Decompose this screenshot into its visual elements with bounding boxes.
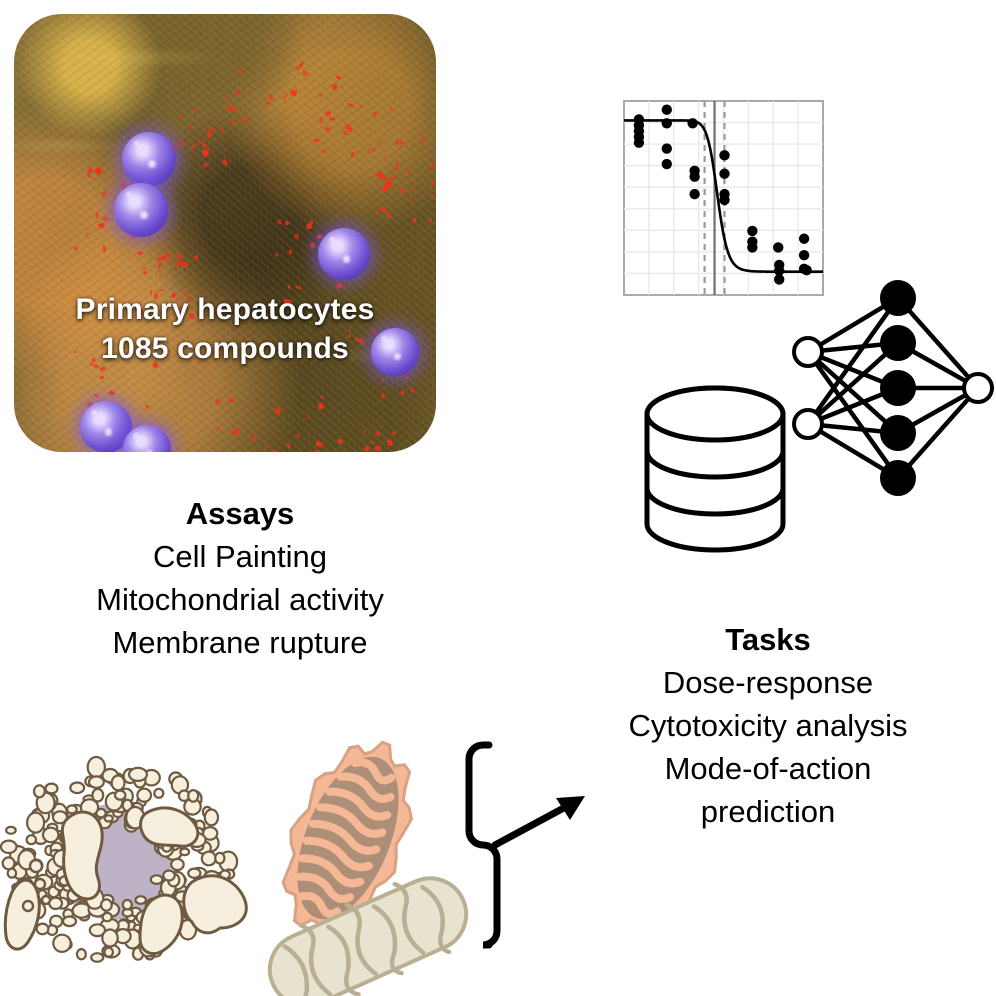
- data-point-24: [798, 233, 810, 244]
- hidden-layer-node-0: [880, 280, 916, 316]
- data-point-13: [719, 150, 730, 161]
- data-point-10: [689, 165, 700, 177]
- micrograph-caption: Primary hepatocytes 1085 compounds: [14, 290, 436, 368]
- cell-fragment-1: [139, 806, 200, 848]
- data-point-11: [689, 171, 700, 182]
- data-point-6: [661, 118, 672, 129]
- tasks-item-2: Mode-of-action: [664, 751, 872, 786]
- assays-item-1: Mitochondrial activity: [96, 582, 384, 617]
- nucleus-1: [114, 183, 168, 237]
- cell-dot-2: [21, 899, 35, 913]
- hidden-layer-node-4: [880, 460, 916, 496]
- tasks-item-3: prediction: [700, 794, 836, 829]
- swollen-cristae: [295, 758, 396, 918]
- data-point-22: [774, 265, 785, 276]
- data-point-0: [633, 114, 645, 125]
- healthy-mitochondrion: [267, 876, 469, 996]
- data-point-3: [633, 131, 645, 143]
- data-point-18: [747, 236, 758, 247]
- nucleus-0: [122, 132, 176, 186]
- cell-fragment-0: [60, 810, 104, 901]
- output-layer-node-0: [962, 372, 994, 404]
- hidden-layer-node-3: [880, 415, 916, 451]
- nn-edges: [806, 296, 980, 480]
- micrograph-caption-line-2: 1085 compounds: [101, 332, 349, 365]
- data-point-15: [719, 188, 730, 200]
- chart-frame: [623, 100, 824, 296]
- data-point-23: [774, 274, 785, 285]
- hidden-layer-node-1: [880, 325, 916, 361]
- micrograph-background: [14, 14, 436, 452]
- assays-item-2: Membrane rupture: [112, 625, 368, 660]
- cell-fragment-3: [138, 893, 184, 955]
- swollen-matrix: [297, 756, 399, 920]
- micrograph-panel: Primary hepatocytes 1085 compounds: [14, 14, 436, 452]
- data-point-27: [801, 264, 812, 276]
- damaged-cell-illustration: [0, 755, 248, 963]
- assays-heading: Assays: [185, 496, 295, 531]
- swollen-outer-membrane: [281, 740, 414, 937]
- cell-fragment-4: [182, 874, 248, 935]
- healthy-cristae: [282, 881, 452, 996]
- tasks-item-1: Cytotoxicity analysis: [628, 708, 908, 743]
- data-point-12: [689, 188, 700, 200]
- cell-nucleus: [55, 804, 171, 920]
- cell-dot-0: [28, 858, 44, 874]
- data-point-4: [633, 137, 645, 148]
- data-point-26: [798, 263, 810, 275]
- data-point-8: [661, 158, 672, 170]
- input-layer-node-1: [792, 408, 824, 440]
- data-point-9: [687, 118, 698, 129]
- data-point-21: [774, 259, 785, 271]
- tasks-heading: Tasks: [725, 622, 811, 657]
- chart-gridlines: [624, 101, 823, 295]
- mitochondria-stain-dots: [14, 14, 436, 452]
- assays-item-0: Cell Painting: [152, 539, 328, 574]
- mitochondria-illustrations: [267, 740, 469, 996]
- micrograph-texture: [14, 14, 436, 452]
- database-cylinder-icon: [644, 385, 786, 553]
- sigmoid-fit-curve: [624, 119, 823, 274]
- neural-network-diagram: [792, 280, 994, 496]
- swollen-mitochondrion: [281, 740, 414, 937]
- tasks-item-0: Dose-response: [662, 665, 874, 700]
- data-point-19: [747, 242, 758, 253]
- hidden-layer-node-2: [880, 370, 916, 406]
- cell-fragment-2: [3, 878, 41, 951]
- cell-dot-3: [40, 894, 52, 906]
- nucleus-2: [318, 228, 370, 280]
- chart-points: [633, 104, 812, 285]
- dose-response-chart: [623, 100, 824, 296]
- cell-dot-1: [33, 877, 47, 891]
- data-point-16: [719, 194, 730, 206]
- data-point-7: [661, 143, 672, 154]
- data-point-1: [633, 120, 645, 131]
- cell-granules: [0, 755, 239, 963]
- tasks-block: Tasks Dose-response Cytotoxicity analysi…: [540, 618, 996, 833]
- healthy-outer-membrane: [267, 876, 469, 996]
- input-layer-node-0: [792, 336, 824, 368]
- data-point-14: [719, 168, 730, 179]
- data-point-25: [798, 250, 810, 261]
- brace-arrow-connector: [465, 741, 501, 949]
- assays-block: Assays Cell Painting Mitochondrial activ…: [0, 492, 480, 664]
- data-point-5: [661, 104, 672, 115]
- nucleus-3: [371, 328, 419, 376]
- data-point-20: [773, 242, 784, 253]
- micrograph-fibers: [14, 14, 436, 452]
- data-point-17: [747, 225, 758, 237]
- micrograph-caption-line-1: Primary hepatocytes: [75, 293, 375, 326]
- data-point-2: [633, 125, 645, 137]
